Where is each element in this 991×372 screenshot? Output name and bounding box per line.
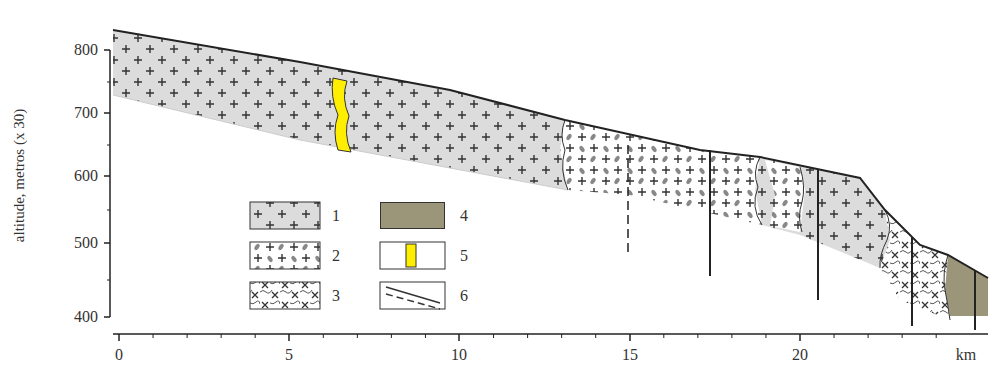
minor-tick	[323, 334, 324, 338]
minor-tick	[221, 334, 222, 338]
minor-tick	[697, 334, 698, 338]
minor-tick	[834, 334, 835, 338]
legend-swatch	[380, 202, 445, 229]
tick-label: 0	[115, 347, 123, 363]
minor-tick	[561, 334, 562, 338]
tick-label: 800	[74, 42, 98, 58]
axis-unit: km	[956, 347, 976, 363]
tick-label: 20	[792, 347, 808, 363]
legend-number: 3	[332, 288, 340, 304]
tick-label: 500	[74, 235, 98, 251]
tick-label: 400	[74, 309, 98, 325]
tick-label: 15	[622, 347, 638, 363]
tick-label: 600	[74, 168, 98, 184]
legend-number: 5	[460, 248, 468, 264]
minor-tick	[425, 334, 426, 338]
legend-number: 4	[460, 208, 468, 224]
minor-tick	[357, 334, 358, 338]
tick-label: 5	[285, 347, 293, 363]
minor-tick	[936, 334, 937, 338]
minor-tick	[663, 334, 664, 338]
minor-tick	[731, 334, 732, 338]
legend-number: 6	[460, 288, 468, 304]
minor-tick	[255, 334, 256, 338]
legend-number: 1	[332, 208, 340, 224]
minor-tick	[595, 334, 596, 338]
minor-tick	[187, 334, 188, 338]
tick-label: 10	[451, 347, 467, 363]
minor-tick	[765, 334, 766, 338]
minor-tick	[868, 334, 869, 338]
minor-tick	[902, 334, 903, 338]
axis-title: altitude, metros (x 30)	[13, 108, 28, 241]
legend-number: 2	[332, 248, 340, 264]
minor-tick	[527, 334, 528, 338]
minor-tick	[153, 334, 154, 338]
minor-tick	[493, 334, 494, 338]
minor-tick	[391, 334, 392, 338]
tick-label: 700	[74, 105, 98, 121]
